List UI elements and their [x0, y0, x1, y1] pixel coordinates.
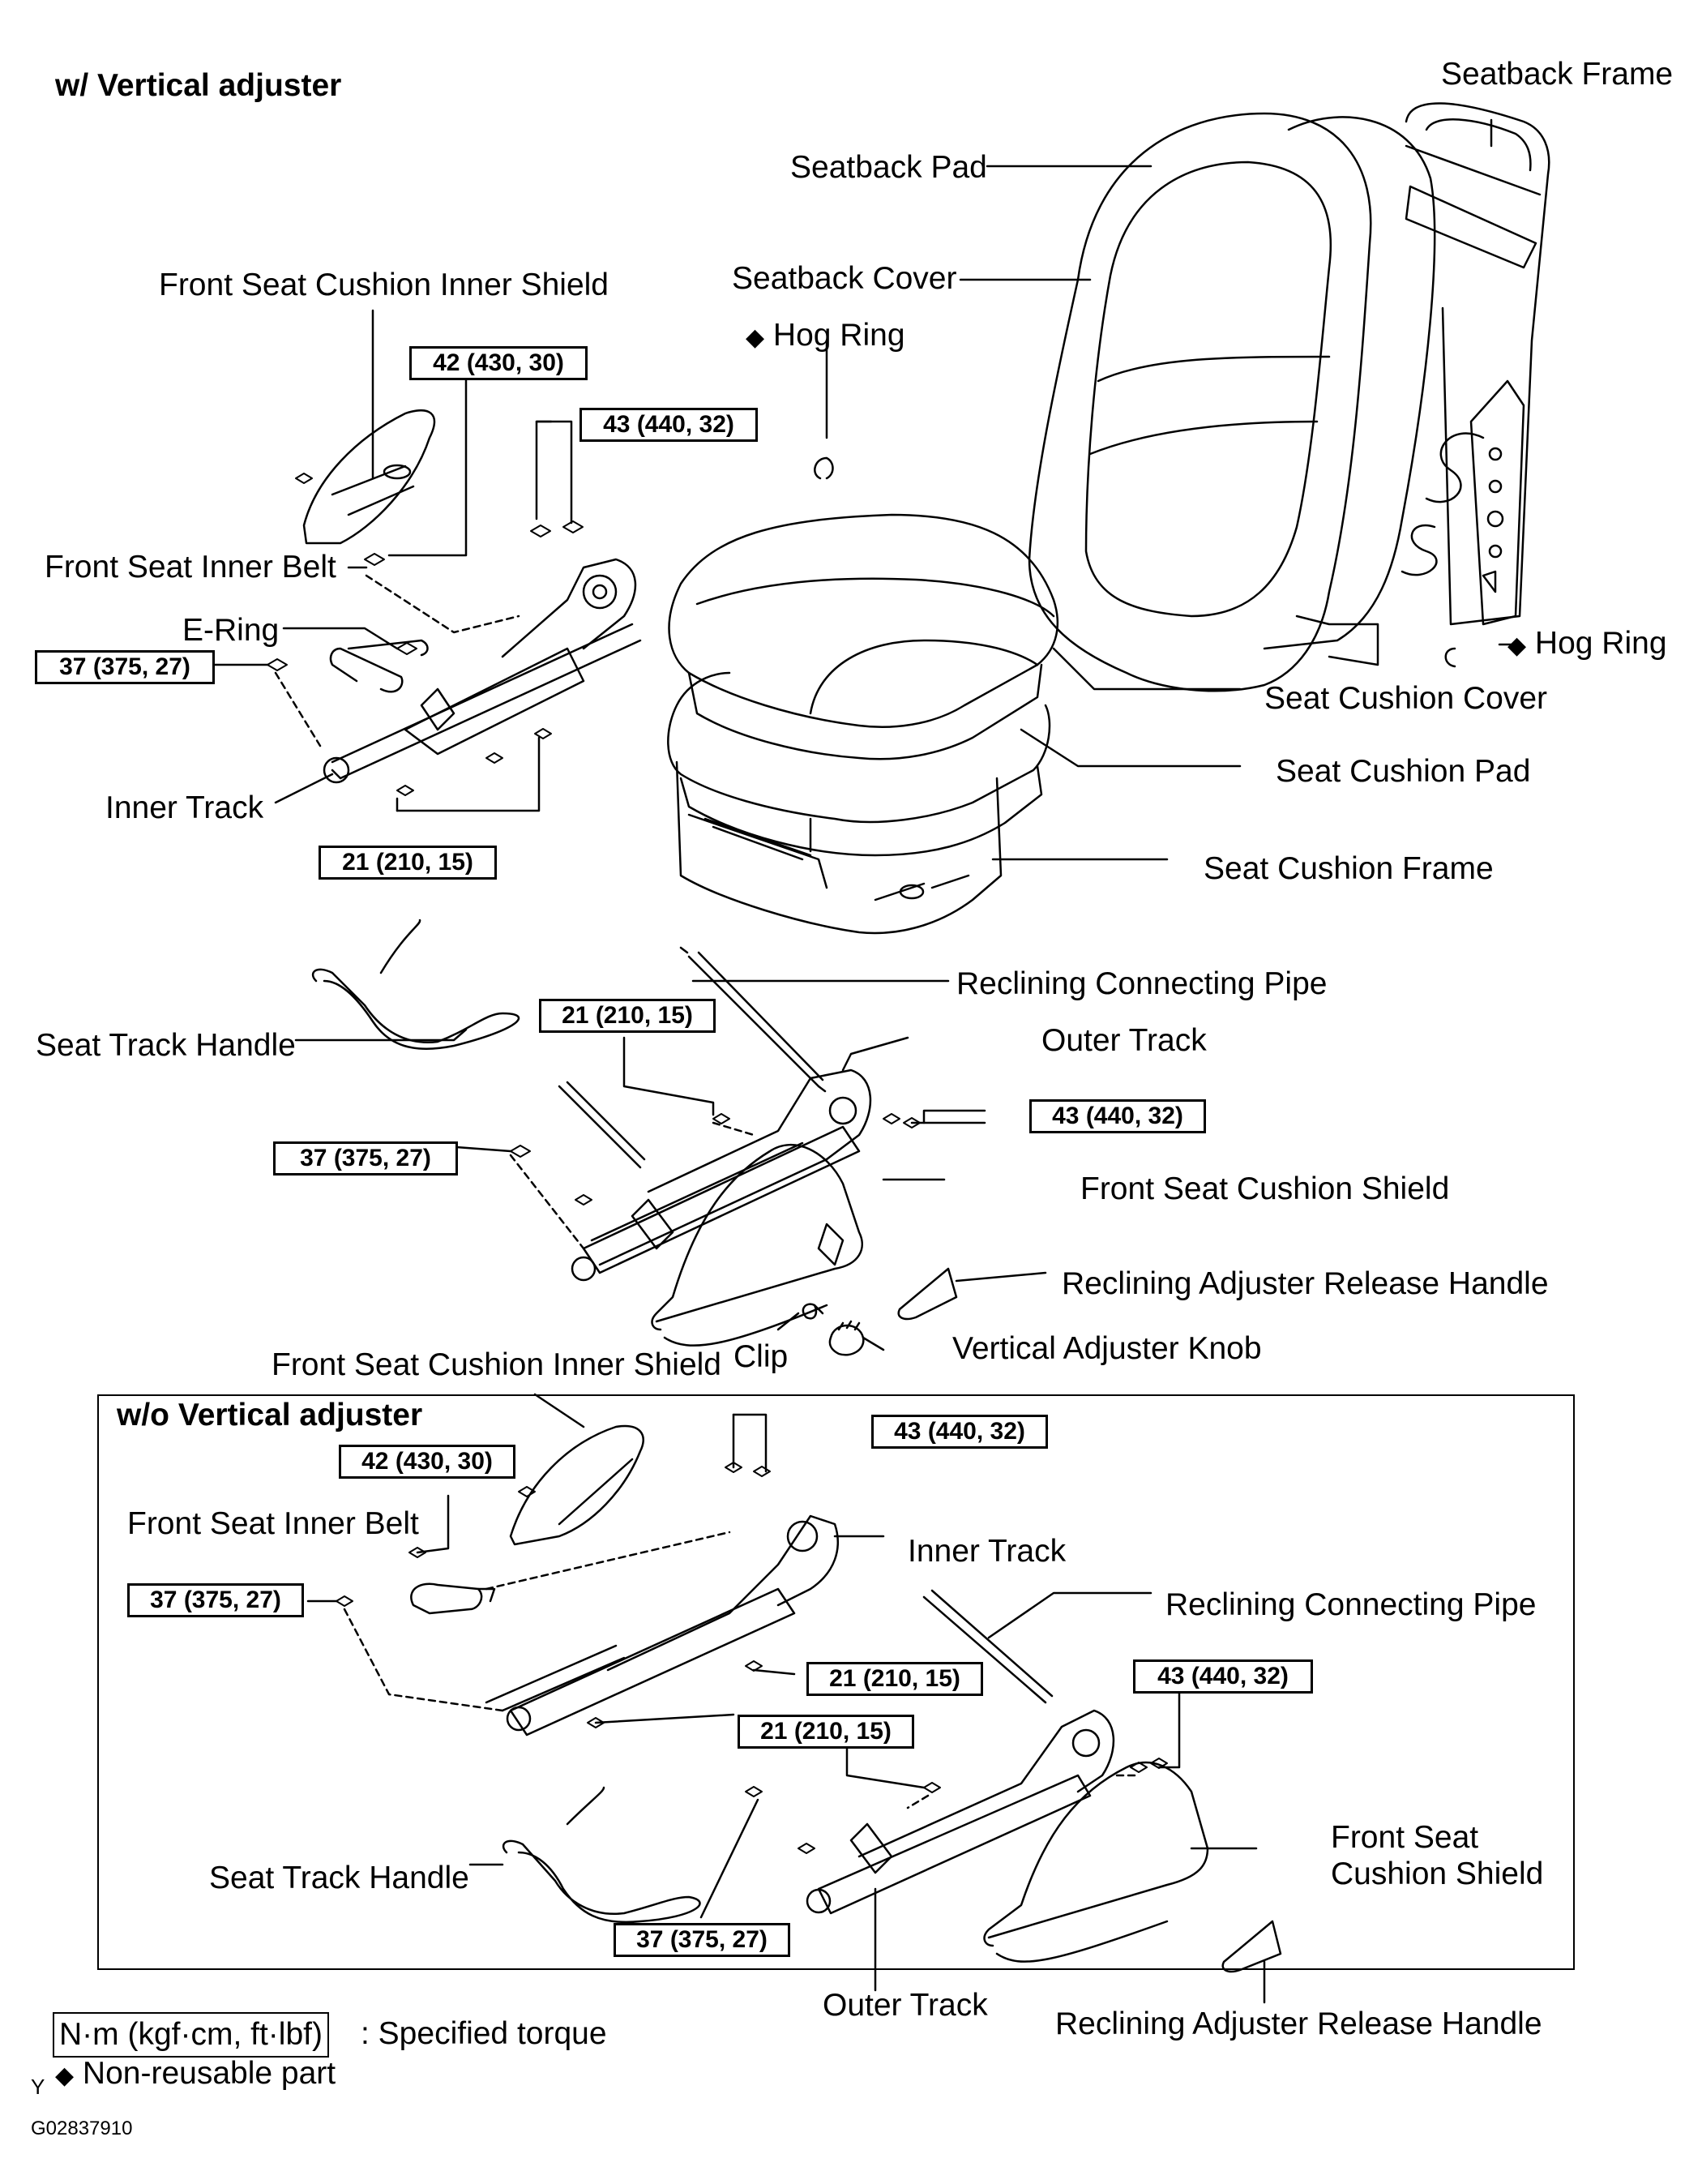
label-seatback-pad: Seatback Pad — [790, 150, 987, 185]
non-reusable-mark: ◆ — [1507, 632, 1527, 659]
hog-ring-text: Hog Ring — [1534, 626, 1667, 661]
torque-box: 43 (440, 32) — [1029, 1099, 1206, 1133]
without-adjuster-section — [97, 1394, 1575, 1970]
fsc-inner-shield-2-drawing — [509, 1424, 644, 1546]
non-reusable-mark: ◆ — [55, 2062, 75, 2089]
label-inner-track-1: Inner Track — [105, 790, 264, 825]
hog-ring-2-drawing — [1444, 647, 1456, 668]
torque-box: 37 (375, 27) — [614, 1923, 790, 1957]
reclining-release-handle-1-drawing — [897, 1267, 958, 1321]
torque-box: 21 (210, 15) — [539, 999, 716, 1033]
label-reclining-connecting-pipe-2: Reclining Connecting Pipe — [1165, 1587, 1537, 1622]
vertical-adjuster-knob-drawing — [828, 1320, 865, 1356]
label-e-ring: E-Ring — [182, 613, 280, 648]
torque-box: 21 (210, 15) — [738, 1715, 914, 1749]
label-front-seat-cushion-shield-2b: Cushion Shield — [1331, 1856, 1544, 1891]
front-seat-cushion-shield-1-drawing — [651, 1143, 863, 1347]
seat-cushion-frame-drawing — [675, 760, 1003, 935]
inner-track-1-drawing — [302, 409, 642, 784]
label-reclining-release-handle-2: Reclining Adjuster Release Handle — [1055, 2006, 1542, 2041]
label-outer-track-2: Outer Track — [823, 1988, 988, 2023]
torque-box: 42 (430, 30) — [339, 1445, 515, 1479]
outer-track-2-drawing — [806, 1709, 1115, 1915]
label-reclining-release-handle-1: Reclining Adjuster Release Handle — [1062, 1266, 1549, 1301]
bolts-upper-left — [267, 473, 584, 796]
label-hog-ring-1: ◆ Hog Ring — [746, 318, 905, 356]
hog-ring-text: Hog Ring — [772, 318, 905, 353]
label-reclining-connecting-pipe-1: Reclining Connecting Pipe — [956, 966, 1328, 1001]
label-front-seat-cushion-shield-1: Front Seat Cushion Shield — [1080, 1171, 1450, 1206]
torque-box: 37 (375, 27) — [273, 1141, 458, 1176]
clip-drawing — [802, 1303, 824, 1320]
label-outer-track-1: Outer Track — [1041, 1023, 1207, 1058]
torque-box: 42 (430, 30) — [409, 346, 588, 380]
seat-cushion-cover-drawing — [668, 513, 1059, 760]
label-seat-cushion-pad: Seat Cushion Pad — [1276, 754, 1531, 789]
label-fsc-inner-shield-1: Front Seat Cushion Inner Shield — [159, 268, 609, 302]
torque-box: 21 (210, 15) — [319, 846, 497, 880]
seatback-pad-drawing — [1263, 116, 1436, 666]
label-fsc-inner-shield-2: Front Seat Cushion Inner Shield — [272, 1347, 721, 1382]
label-clip: Clip — [733, 1339, 789, 1374]
label-vertical-adjuster-knob: Vertical Adjuster Knob — [952, 1331, 1262, 1366]
torque-box: 37 (375, 27) — [35, 650, 215, 684]
reclining-pipe-2-drawing — [922, 1589, 1054, 1704]
label-seatback-frame: Seatback Frame — [1441, 57, 1674, 92]
title-without-vertical-adjuster: w/o Vertical adjuster — [117, 1398, 423, 1432]
seatback-cover-drawing — [1028, 112, 1372, 692]
legend-torque-unit: N·m (kgf·cm, ft·lbf) — [53, 2012, 329, 2058]
label-hog-ring-2: ◆ Hog Ring — [1507, 626, 1667, 664]
reclining-release-handle-2-drawing — [1221, 1920, 1282, 1973]
torque-box: 43 (440, 32) — [579, 408, 758, 442]
legend-nonreusable-text: Non-reusable part — [82, 2056, 336, 2091]
label-inner-track-2: Inner Track — [908, 1534, 1067, 1569]
seat-track-handle-1-drawing — [311, 919, 520, 1050]
title-with-vertical-adjuster: w/ Vertical adjuster — [55, 68, 342, 103]
footer-letter: Y — [31, 2075, 45, 2099]
hog-ring-1-drawing — [814, 456, 834, 480]
torque-box: 21 (210, 15) — [806, 1662, 983, 1696]
inner-track-2-drawing — [485, 1514, 839, 1736]
label-front-seat-inner-belt-2: Front Seat Inner Belt — [127, 1506, 419, 1541]
label-seat-track-handle-2: Seat Track Handle — [209, 1861, 469, 1895]
non-reusable-mark: ◆ — [746, 324, 765, 351]
label-seat-cushion-cover: Seat Cushion Cover — [1264, 681, 1548, 716]
label-seat-track-handle-1: Seat Track Handle — [36, 1028, 296, 1063]
footer-code: G02837910 — [31, 2118, 133, 2139]
label-front-seat-inner-belt-1: Front Seat Inner Belt — [45, 550, 336, 585]
leader-lines — [211, 118, 1513, 2004]
reclining-pipe-1-drawing — [679, 946, 827, 1093]
torque-box: 43 (440, 32) — [1133, 1659, 1313, 1694]
torque-box: 37 (375, 27) — [127, 1583, 304, 1617]
seat-track-handle-2-drawing — [502, 1786, 701, 1924]
front-seat-inner-belt-2-drawing — [410, 1582, 496, 1615]
legend-torque-desc: : Specified torque — [361, 2016, 607, 2051]
torque-box: 43 (440, 32) — [871, 1415, 1048, 1449]
front-seat-cushion-shield-2-drawing — [983, 1761, 1209, 1963]
outer-track-1-drawing — [558, 1068, 872, 1282]
label-seat-cushion-frame: Seat Cushion Frame — [1204, 851, 1494, 886]
legend-nonreusable: ◆ Non-reusable part — [55, 2056, 336, 2094]
seatback-frame-drawing — [1401, 102, 1550, 626]
label-seatback-cover: Seatback Cover — [732, 261, 957, 296]
label-front-seat-cushion-shield-2a: Front Seat — [1331, 1820, 1479, 1855]
